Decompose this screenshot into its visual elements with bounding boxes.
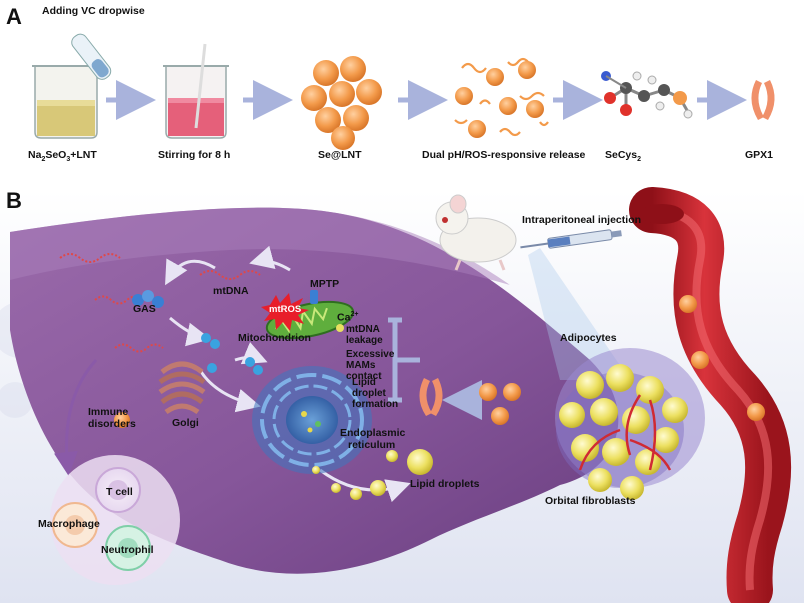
secys2-molecule (601, 71, 693, 119)
label-t-cell: T cell (106, 486, 133, 498)
vessel-opening (640, 204, 684, 224)
panel-b-letter: B (6, 188, 22, 213)
label-mptp: MPTP (310, 278, 340, 290)
top-note: Adding VC dropwise (42, 5, 145, 17)
label-golgi: Golgi (172, 417, 199, 429)
arrow-mtdna-gas (165, 258, 216, 286)
arrow-immune (54, 358, 98, 476)
immune-cells (50, 455, 180, 585)
endoplasmic-reticulum (252, 366, 372, 474)
lipid-droplet-trail (312, 449, 433, 500)
beaker-2 (163, 43, 229, 139)
label-orbital-fibroblasts: Orbital fibroblasts (545, 495, 636, 507)
step-label-1: Na2SeO3+LNT (28, 149, 97, 164)
arrow-er-lipid (319, 468, 411, 503)
step-label-6: GPX1 (745, 149, 774, 161)
step-label-5: SeCys2 (605, 149, 642, 164)
step-label-2: Stirring for 8 h (158, 149, 231, 161)
label-injection: Intraperitoneal injection (522, 214, 642, 226)
step-label-4: Dual pH/ROS-responsive release (422, 149, 586, 161)
label-gas: GAS (133, 303, 156, 315)
ca-ion (336, 324, 344, 332)
inhibition-bracket (388, 317, 420, 403)
vessel-highlight (651, 206, 773, 591)
label-ca: Ca2+ (337, 311, 359, 324)
injection-beam (528, 248, 630, 380)
label-lipid-droplets: Lipid droplets (410, 478, 480, 490)
release-particles (454, 57, 549, 137)
panel-a-letter: A (6, 4, 22, 29)
mptp-channel (310, 290, 318, 304)
label-immune: Immune disorders (88, 406, 136, 430)
label-adipocytes: Adipocytes (560, 332, 617, 344)
gas-proteins (132, 290, 164, 308)
effect-1: mtDNA leakage (346, 324, 383, 346)
gpx1-protein (751, 80, 775, 120)
step-label-3: Se@LNT (318, 149, 362, 161)
mtros-burst (261, 293, 309, 331)
label-mitochondrion: Mitochondrion (238, 332, 311, 344)
arrow-golgi-er (198, 369, 261, 413)
arrow-mito-mtdna (249, 245, 291, 272)
effect-2: Excessive MAMs contact (346, 349, 395, 382)
label-mtdna: mtDNA (213, 285, 249, 297)
immune-nanoparticle (114, 412, 130, 428)
golgi-apparatus (158, 361, 206, 415)
sting-dots (201, 333, 263, 375)
free-nanoparticles (114, 383, 521, 428)
se-lnt-cluster (301, 56, 382, 150)
mouse (435, 194, 517, 271)
adipocyte-cluster (555, 348, 705, 500)
effect-3: Lipid droplet formation (352, 377, 399, 410)
release-spheres (455, 61, 544, 138)
vessel-nanoparticles (679, 295, 765, 421)
dropper-tube (71, 33, 112, 80)
label-macrophage: Macrophage (38, 518, 100, 530)
syringe (520, 229, 622, 249)
gpx1-in-cell (419, 378, 443, 416)
label-neutrophil: Neutrophil (101, 544, 154, 556)
label-mtros: mtROS (269, 304, 302, 315)
beaker-1 (32, 65, 100, 139)
label-er: Endoplasmic reticulum (340, 427, 406, 451)
